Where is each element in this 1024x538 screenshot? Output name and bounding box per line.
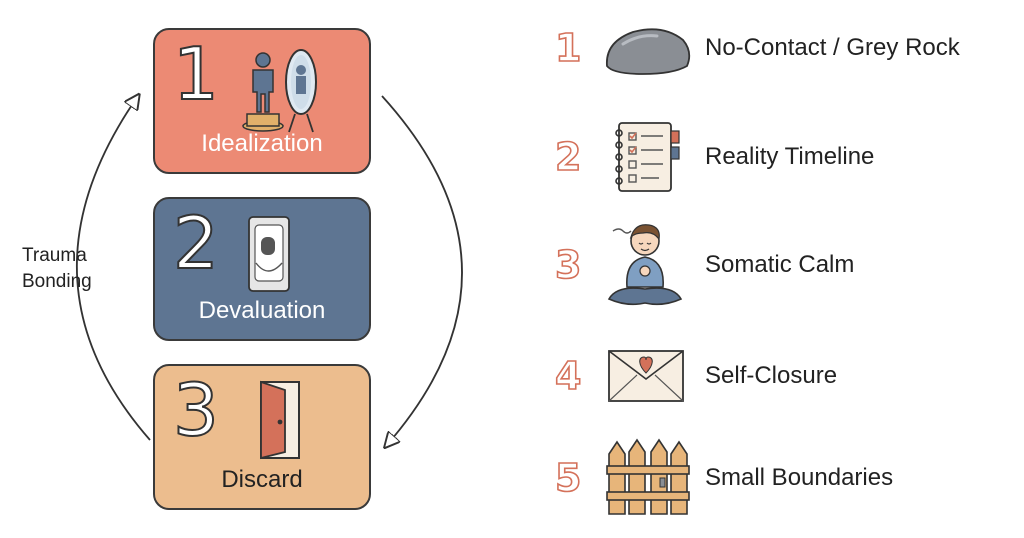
stage-number: 1 (172, 32, 220, 116)
stage-label: Discard (221, 466, 303, 493)
strategy-item: 5 Small Boundaries (554, 438, 1015, 518)
strategy-label: Somatic Calm (705, 251, 855, 278)
strategy-label: Self-Closure (705, 362, 838, 389)
grey-rock-icon (606, 28, 691, 75)
stage-label: Idealization (201, 130, 323, 157)
open-door-icon (260, 380, 300, 460)
stage-number: 3 (172, 368, 220, 452)
strategy-number: 4 (554, 353, 582, 399)
strategy-item: 3 Somatic Calm (554, 224, 1015, 306)
meditating-person-icon (607, 224, 683, 306)
strategy-item: 1 No-Contact / Grey Rock (554, 8, 1015, 88)
arrow-left-up (75, 96, 151, 441)
trauma-bonding-label: Trauma Bonding (22, 245, 92, 292)
heart-envelope-icon (608, 350, 684, 402)
checklist-notebook-icon (615, 122, 680, 192)
strategy-label: No-Contact / Grey Rock (705, 34, 960, 61)
stage-number: 2 (172, 201, 220, 285)
strategy-item: 2 Reality Timeline (554, 117, 1015, 197)
strategy-label: Reality Timeline (705, 143, 875, 170)
wooden-fence-icon (606, 438, 690, 515)
strategy-number: 1 (554, 25, 582, 71)
strategy-number: 5 (554, 455, 582, 501)
phone-icon (248, 216, 290, 292)
stage-label: Devaluation (198, 297, 326, 324)
strategy-label: Small Boundaries (705, 464, 894, 491)
stage-idealization: 1 Idealization (153, 28, 371, 174)
stage-discard: 3 Discard (153, 364, 371, 510)
strategy-item: 4 Self-Closure (554, 336, 1015, 416)
stage-devaluation: 2 Devaluation (153, 197, 371, 341)
strategy-number: 3 (554, 242, 582, 288)
strategy-number: 2 (554, 134, 582, 180)
mirror-figure-icon (242, 49, 317, 133)
arrow-right-down (381, 95, 463, 446)
